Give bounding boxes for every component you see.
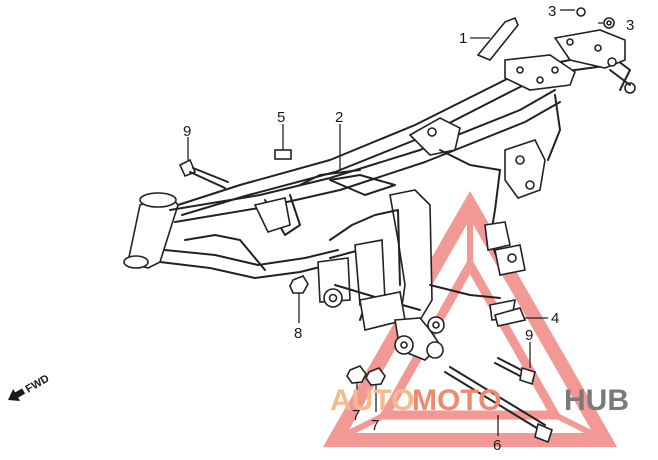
fwd-label: FWD [24,373,52,396]
fwd-indicator: FWD [8,373,52,402]
part-9-left-bolt [178,158,229,189]
callout-5: 5 [277,109,285,126]
callout-2: 2 [335,109,343,126]
part-8-nut [289,275,309,294]
callout-4: 4 [551,310,559,327]
watermark-hub: HUB [564,384,629,417]
callout-9-right: 9 [525,327,533,344]
fwd-arrow-icon [8,388,26,402]
callout-labels: 1 2 3 3 4 5 6 7 7 8 9 9 [183,3,634,454]
watermark-moto: MOTO [412,384,501,417]
callout-6: 6 [493,437,501,454]
callout-9-left: 9 [183,123,191,140]
leader-lines [187,9,603,436]
callout-1: 1 [459,30,467,47]
callout-7-left: 7 [352,407,360,424]
part-1-strap [476,16,519,61]
part-6-pivot-bolt [444,366,553,444]
part-9-right-bolt [494,357,536,386]
callout-8: 8 [294,325,302,342]
callout-7-right: 7 [371,417,379,434]
callout-3-right: 3 [626,17,634,34]
part-7-nuts [346,365,386,386]
part-5-bracket [274,149,292,160]
part-3-bolts [576,7,615,29]
callout-3-left: 3 [548,3,556,20]
watermark-text: AUTO MOTO HUB [330,384,629,417]
watermark-auto: AUTO [330,384,414,417]
part-4-plate [494,307,527,327]
